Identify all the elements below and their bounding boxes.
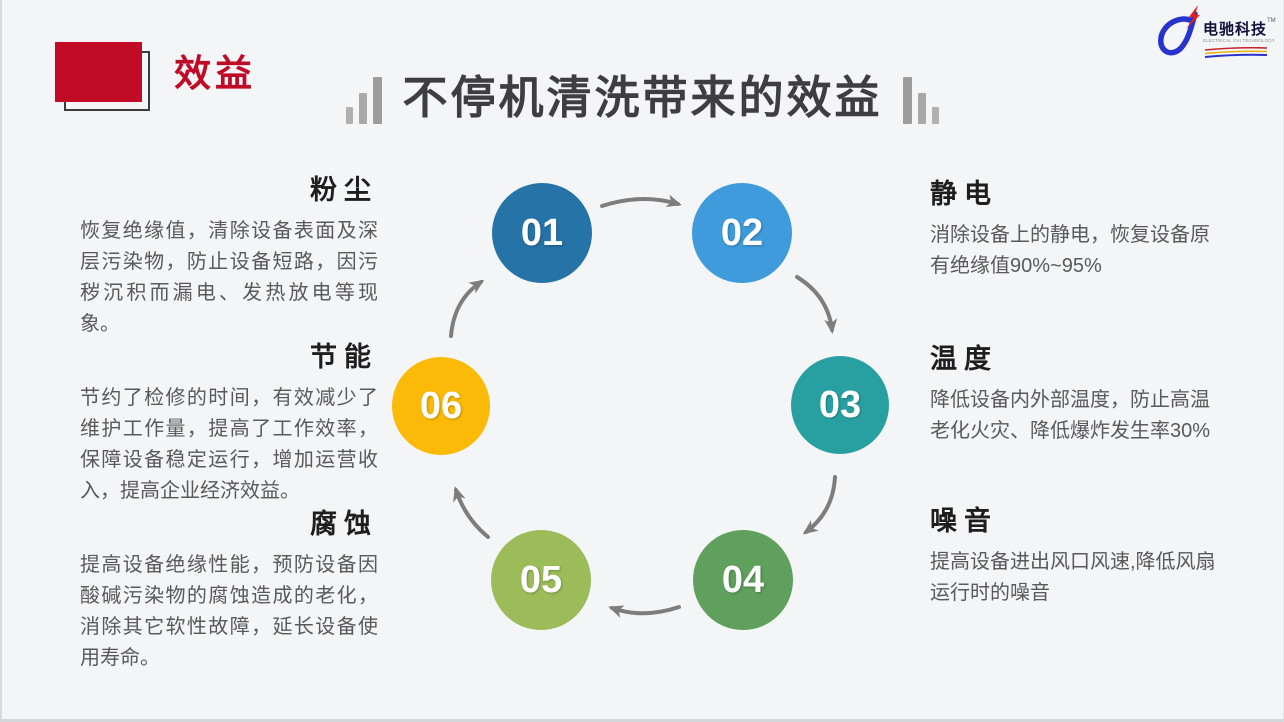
benefit-description: 降低设备内外部温度，防止高温老化火灾、降低爆炸发生率30% [930, 389, 1211, 442]
step-number: 05 [519, 558, 563, 601]
section-badge [55, 42, 155, 116]
benefit-description: 节约了检修的时间，有效减少了维护工作量，提高了工作效率，保障设备稳定运行，增加运… [80, 387, 378, 502]
cycle-step-04: 04 [693, 530, 793, 630]
logo-swoosh-lines-icon [1204, 46, 1268, 58]
badge-red-square [55, 42, 142, 102]
benefit-block-noise: 噪音 提高设备进出风口风速,降低风扇运行时的噪音 [930, 503, 1224, 609]
logo-brand-text: 电驰科技 [1203, 22, 1268, 38]
main-title: 不停机清洗带来的效益 [402, 72, 883, 123]
benefit-description: 提高设备绝缘性能，预防设备因酸碱污染物的腐蚀造成的老化，消除其它软性故障，延长设… [80, 554, 378, 669]
benefit-title: 粉尘 [310, 175, 378, 205]
step-number: 03 [818, 383, 862, 426]
main-title-row: 不停机清洗带来的效益 [2, 66, 1283, 128]
arrow-06-to-01 [449, 279, 485, 338]
benefit-title: 静电 [930, 179, 998, 209]
arrow-01-to-02 [600, 194, 682, 208]
step-number: 04 [721, 558, 765, 601]
company-logo: 电驰科技TM ELECTRICAL CHI TECHNOLOGY [1157, 5, 1276, 63]
benefit-block-static: 静电 消除设备上的静电，恢复设备原有绝缘值90%~95% [930, 176, 1224, 282]
logo-lightning-d-icon [1158, 5, 1200, 56]
bar-chart-accent-left-icon [346, 77, 383, 128]
bar-chart-accent-right-icon [902, 77, 939, 128]
benefit-block-corrosion: 腐蚀 提高设备绝缘性能，预防设备因酸碱污染物的腐蚀造成的老化，消除其它软性故障，… [80, 506, 378, 674]
benefit-title: 噪音 [930, 506, 998, 536]
trademark-symbol: TM [1267, 18, 1276, 24]
arrow-03-to-04 [802, 475, 837, 535]
benefit-title: 温度 [930, 344, 998, 374]
cycle-step-06: 06 [392, 357, 490, 455]
benefit-title: 节能 [310, 342, 378, 372]
benefit-description: 提高设备进出风口风速,降低风扇运行时的噪音 [930, 551, 1216, 604]
benefit-block-dust: 粉尘 恢复绝缘值，清除设备表面及深层污染物，防止设备短路，因污秽沉积而漏电、发热… [80, 172, 378, 340]
benefit-description: 恢复绝缘值，清除设备表面及深层污染物，防止设备短路，因污秽沉积而漏电、发热放电等… [80, 220, 378, 335]
cycle-step-02: 02 [692, 183, 792, 283]
step-number: 06 [419, 384, 463, 427]
cycle-step-05: 05 [491, 530, 591, 630]
arrow-05-to-06 [453, 486, 490, 539]
step-number: 01 [520, 211, 564, 254]
benefit-block-energy-saving: 节能 节约了检修的时间，有效减少了维护工作量，提高了工作效率，保障设备稳定运行，… [80, 339, 378, 507]
arrow-04-to-05 [608, 605, 681, 618]
step-number: 02 [720, 211, 764, 254]
cycle-step-03: 03 [791, 356, 889, 454]
section-title: 效益 [174, 53, 256, 94]
cycle-step-01: 01 [492, 183, 592, 283]
logo-tagline: ELECTRICAL CHI TECHNOLOGY [1203, 39, 1275, 44]
benefit-title: 腐蚀 [310, 509, 378, 539]
benefit-block-temperature: 温度 降低设备内外部温度，防止高温老化火灾、降低爆炸发生率30% [930, 341, 1224, 447]
arrow-02-to-03 [795, 275, 838, 334]
benefit-description: 消除设备上的静电，恢复设备原有绝缘值90%~95% [930, 224, 1210, 277]
